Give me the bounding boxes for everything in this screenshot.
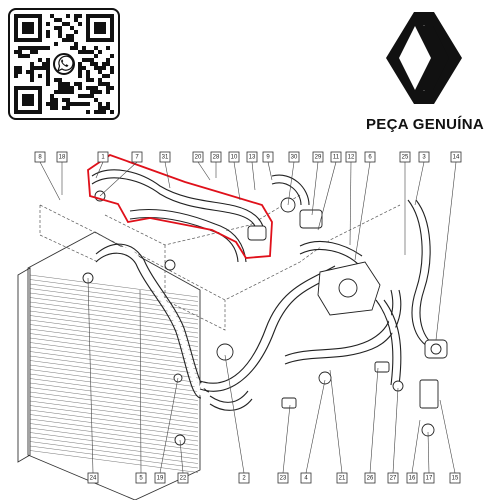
leader-line (267, 161, 273, 181)
leader-line (282, 404, 291, 474)
part-callout-7: 7 (131, 151, 143, 163)
leader-line (39, 161, 61, 201)
svg-text:22: 22 (180, 475, 187, 481)
highlight-outline (87, 153, 273, 259)
part-callout-9: 9 (262, 151, 274, 163)
svg-text:25: 25 (402, 154, 409, 160)
svg-text:20: 20 (195, 154, 202, 160)
svg-text:8: 8 (38, 154, 42, 160)
qr-code-pattern (14, 14, 114, 114)
part-callout-29: 29 (312, 151, 324, 163)
part-callout-6: 6 (364, 151, 376, 163)
svg-text:13: 13 (249, 154, 256, 160)
whatsapp-qr-code-icon[interactable] (8, 8, 120, 120)
leader-line (179, 439, 184, 474)
leader-line (159, 377, 179, 474)
svg-text:6: 6 (368, 154, 372, 160)
part-callout-14: 14 (450, 151, 462, 163)
leader-line (251, 161, 256, 191)
svg-text:18: 18 (59, 154, 66, 160)
svg-text:17: 17 (426, 475, 433, 481)
svg-text:14: 14 (453, 154, 460, 160)
part-callout-30: 30 (288, 151, 300, 163)
svg-text:1: 1 (101, 154, 105, 160)
leader-line (411, 419, 421, 474)
svg-text:4: 4 (304, 475, 308, 481)
leader-line (224, 354, 245, 474)
leader-line (329, 369, 343, 474)
part-callout-5: 5 (135, 472, 147, 484)
part-callout-15: 15 (449, 472, 461, 484)
part-callout-10: 10 (228, 151, 240, 163)
part-callout-25: 25 (399, 151, 411, 163)
svg-text:29: 29 (315, 154, 322, 160)
leader-line (317, 161, 337, 231)
leader-line (414, 161, 425, 206)
hose-network (94, 174, 445, 411)
part-callout-1: 1 (97, 151, 109, 163)
part-callout-31: 31 (159, 151, 171, 163)
part-callout-13: 13 (246, 151, 258, 163)
leader-line (305, 379, 326, 474)
part-callout-26: 26 (364, 472, 376, 484)
leader-line (87, 277, 94, 474)
part-callout-2: 2 (238, 472, 250, 484)
svg-text:7: 7 (135, 154, 139, 160)
part-callout-27: 27 (387, 472, 399, 484)
svg-text:26: 26 (367, 475, 374, 481)
svg-text:31: 31 (162, 154, 169, 160)
part-callout-21: 21 (336, 472, 348, 484)
leader-line (311, 161, 319, 216)
svg-text:10: 10 (231, 154, 238, 160)
part-callout-18: 18 (56, 151, 68, 163)
svg-text:21: 21 (339, 475, 346, 481)
leader-line (164, 161, 171, 189)
svg-text:19: 19 (157, 475, 164, 481)
part-callout-12: 12 (345, 151, 357, 163)
svg-text:5: 5 (139, 475, 143, 481)
part-callout-11: 11 (330, 151, 342, 163)
svg-text:27: 27 (390, 475, 397, 481)
part-callout-17: 17 (423, 472, 435, 484)
leader-line (99, 161, 138, 197)
leader-line (435, 161, 457, 341)
leader-line (392, 387, 399, 474)
svg-text:30: 30 (291, 154, 298, 160)
part-callout-3: 3 (418, 151, 430, 163)
leader-line (369, 367, 379, 474)
part-callout-24: 24 (87, 472, 99, 484)
part-callout-8: 8 (34, 151, 46, 163)
part-callout-19: 19 (154, 472, 166, 484)
svg-text:3: 3 (422, 154, 426, 160)
renault-diamond-logo-icon (386, 12, 462, 104)
part-callout-16: 16 (406, 472, 418, 484)
svg-text:12: 12 (348, 154, 355, 160)
radiator (17, 231, 201, 500)
brand-text: PEÇA GENUÍNA (365, 116, 485, 133)
svg-text:24: 24 (90, 475, 97, 481)
leader-line (439, 399, 456, 474)
leader-line (354, 161, 371, 261)
part-callout-20: 20 (192, 151, 204, 163)
leader-line (233, 161, 241, 201)
svg-text:11: 11 (333, 154, 340, 160)
part-callout-23: 23 (277, 472, 289, 484)
svg-text:28: 28 (213, 154, 220, 160)
svg-text:15: 15 (452, 475, 459, 481)
leader-line (95, 161, 104, 179)
part-callout-4: 4 (300, 472, 312, 484)
leader-line (427, 431, 430, 474)
part-callout-28: 28 (210, 151, 222, 163)
leader-line (349, 161, 352, 246)
svg-text:9: 9 (266, 154, 270, 160)
part-callout-22: 22 (177, 472, 189, 484)
svg-text:16: 16 (409, 475, 416, 481)
leader-line (197, 161, 211, 181)
leader-line (287, 161, 295, 206)
svg-text:23: 23 (280, 475, 287, 481)
leader-line (139, 289, 142, 474)
svg-text:2: 2 (242, 475, 246, 481)
